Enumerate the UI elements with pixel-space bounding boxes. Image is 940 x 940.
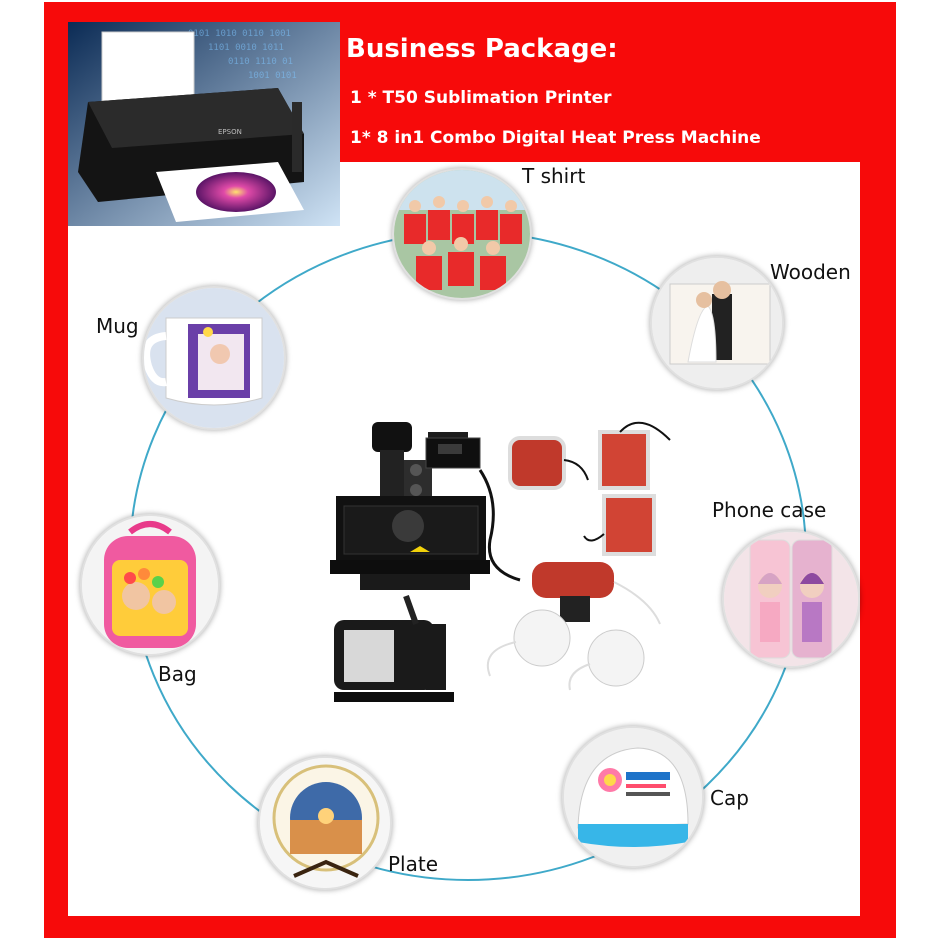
label-wooden: Wooden (770, 260, 851, 284)
bag-icon (82, 516, 218, 654)
cap-icon (564, 728, 702, 866)
package-item-printer: 1 * T50 Sublimation Printer (350, 88, 612, 108)
wooden-photo-icon (652, 258, 782, 388)
product-circle-wooden (650, 256, 784, 390)
heat-press-machine-icon (330, 421, 671, 702)
product-circle-mug (142, 286, 286, 430)
label-phone-case: Phone case (712, 498, 827, 522)
product-circle-bag (80, 514, 220, 656)
label-cap: Cap (710, 786, 749, 810)
mug-icon (144, 288, 284, 428)
product-circle-phone-case (722, 530, 860, 668)
plate-icon (260, 758, 390, 888)
product-circle-plate (258, 756, 392, 890)
svg-text:0110 1110 01: 0110 1110 01 (228, 57, 293, 67)
printer-icon: 0101 1010 0110 1001 1101 0010 1011 0110 … (68, 22, 340, 226)
label-tshirt: T shirt (522, 164, 586, 188)
svg-text:1001 0101: 1001 0101 (248, 71, 297, 81)
label-plate: Plate (388, 852, 439, 876)
product-circle-tshirt (392, 168, 532, 300)
tshirt-photo-icon (394, 170, 530, 298)
svg-text:1101 0010 1011: 1101 0010 1011 (208, 43, 284, 53)
phone-case-icon (724, 532, 858, 666)
label-bag: Bag (158, 662, 197, 686)
package-item-heat-press: 1* 8 in1 Combo Digital Heat Press Machin… (350, 128, 761, 148)
svg-text:0101 1010 0110 1001: 0101 1010 0110 1001 (188, 29, 291, 39)
product-circle-cap (562, 726, 704, 868)
package-title: Business Package: (346, 34, 618, 64)
label-mug: Mug (96, 314, 139, 338)
printer-photo: 0101 1010 0110 1001 1101 0010 1011 0110 … (68, 22, 340, 226)
svg-text:EPSON: EPSON (218, 128, 242, 136)
